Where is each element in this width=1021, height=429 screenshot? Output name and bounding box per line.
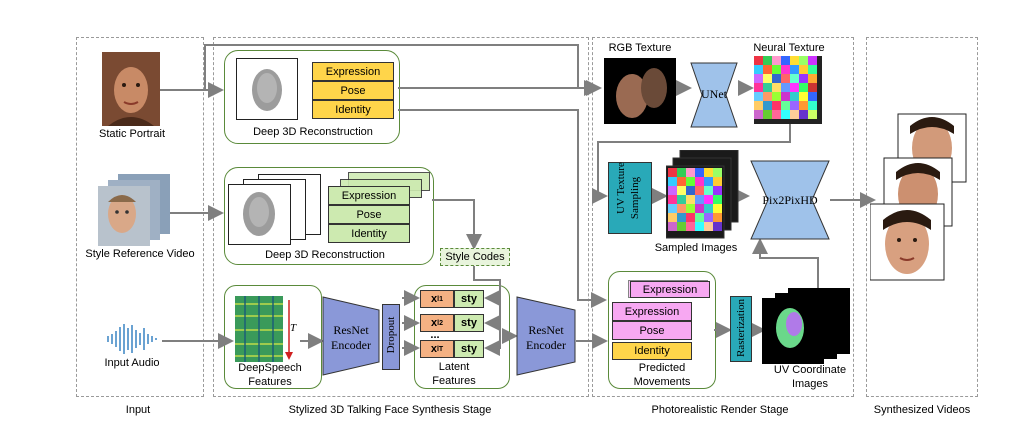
resnet2-line2: Encoder [526, 338, 566, 352]
recon1-expression: Expression [312, 62, 394, 81]
style-reference-video-label: Style Reference Video [85, 248, 195, 260]
recon2-expression: Expression [328, 186, 410, 205]
uv-sampling-line2: Sampling [629, 176, 641, 220]
latent-dots: ... [430, 329, 440, 341]
predicted-identity: Identity [612, 342, 692, 360]
time-axis-label: T [289, 322, 297, 334]
predicted-pose: Pose [612, 321, 692, 340]
resnet2-line1: ResNet [528, 323, 564, 337]
uv-texture-sampling-box [608, 162, 652, 234]
recon2-label: Deep 3D Reconstruction [265, 249, 385, 261]
uv-sampling-line1: UV Texture [615, 162, 627, 214]
style-codes-box: Style Codes [440, 248, 510, 266]
latent-sty-T: sty [454, 340, 484, 358]
stage-label-synthesis: Stylized 3D Talking Face Synthesis Stage [288, 404, 492, 416]
recon2-pose: Pose [328, 205, 410, 224]
recon1-identity: Identity [312, 100, 394, 119]
style-reference-video-image [98, 174, 170, 246]
resnet1-line2: Encoder [331, 338, 371, 352]
stage-label-input: Input [125, 404, 151, 416]
predicted-label-2: Movements [633, 376, 691, 388]
uv-images-label-2: Images [791, 378, 829, 390]
recon1-label: Deep 3D Reconstruction [253, 126, 373, 138]
latent-label-1: Latent [438, 361, 470, 373]
latent-sty-2: sty [454, 314, 484, 332]
neural-texture-image [754, 56, 822, 124]
rasterization-label: Rasterization [735, 298, 747, 358]
synthesized-video-frames [870, 113, 967, 281]
rasterization-box [730, 296, 752, 362]
stage-label-render: Photorealistic Render Stage [651, 404, 789, 416]
sampled-images-label: Sampled Images [654, 242, 738, 254]
dropout-box [382, 304, 400, 370]
recon2-identity: Identity [328, 224, 410, 243]
predicted-expression-back: Expression [630, 281, 710, 298]
resnet-encoder-2-shape [516, 296, 576, 376]
audio-waveform-icon [107, 324, 157, 354]
predicted-expression: Expression [612, 302, 692, 321]
rgb-texture-image [604, 58, 676, 124]
input-audio-label: Input Audio [104, 357, 160, 369]
deepspeech-label-1: DeepSpeech [238, 362, 302, 374]
predicted-label-1: Predicted [638, 362, 686, 374]
pix2pixhd-label: Pix2PixHD [762, 193, 818, 207]
resnet-encoder-1-shape [322, 296, 380, 376]
recon-box-portrait [224, 50, 400, 144]
uv-coordinate-images-stack [762, 288, 850, 364]
recon-box-style [224, 167, 434, 265]
latent-sty-1: sty [454, 290, 484, 308]
stage-label-output: Synthesized Videos [873, 404, 971, 416]
static-portrait-label: Static Portrait [98, 128, 166, 140]
unet-shape [690, 62, 738, 128]
input-stage-frame [76, 37, 204, 397]
deepspeech-spectrogram [235, 296, 293, 362]
static-portrait-image [102, 52, 160, 126]
output-stage-frame [866, 37, 978, 397]
recon1-pose: Pose [312, 81, 394, 100]
3d-face-mesh-stack-image [228, 174, 321, 245]
pix2pixhd-shape [750, 160, 830, 240]
neural-texture-label: Neural Texture [753, 42, 825, 54]
resnet1-line1: ResNet [333, 323, 369, 337]
sampled-images-stack [666, 150, 739, 239]
deepspeech-label-2: Features [248, 376, 292, 388]
unet-label: UNet [701, 87, 727, 101]
3d-face-mesh-image [236, 58, 298, 120]
render-stage-frame [592, 37, 854, 397]
rgb-texture-label: RGB Texture [608, 42, 672, 54]
uv-images-label-1: UV Coordinate [773, 364, 847, 376]
latent-label-2: Features [432, 375, 476, 387]
dropout-label: Dropout [385, 316, 397, 354]
